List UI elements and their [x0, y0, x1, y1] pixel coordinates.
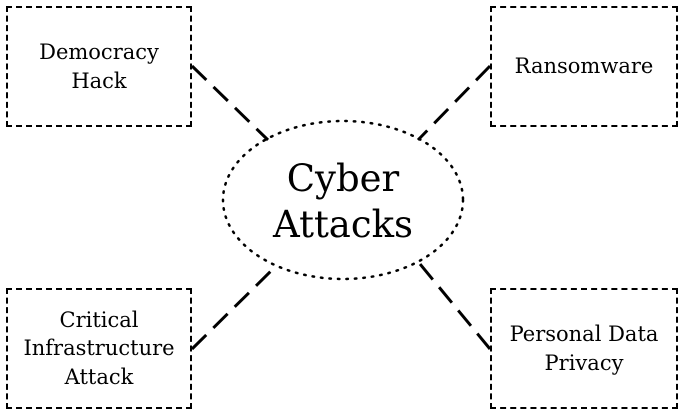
- node-critical-infrastructure-line1: Critical: [59, 307, 139, 332]
- node-personal-data-privacy-line1: Personal Data: [509, 322, 659, 347]
- center-label: Cyber Attacks: [222, 122, 464, 282]
- connector-critical-infrastructure: [190, 268, 274, 351]
- node-personal-data-privacy-line2: Privacy: [544, 350, 624, 375]
- node-critical-infrastructure: Critical Infrastructure Attack: [6, 288, 192, 409]
- node-democracy-hack-line1: Democracy: [39, 40, 159, 65]
- node-critical-infrastructure-line3: Attack: [64, 364, 134, 389]
- center-ellipse: [221, 119, 465, 281]
- node-ransomware-line1: Ransomware: [514, 54, 654, 79]
- center-label-line2: Attacks: [273, 203, 413, 246]
- node-democracy-hack-line2: Hack: [71, 68, 127, 93]
- connector-democracy-hack: [190, 64, 270, 142]
- node-personal-data-privacy: Personal Data Privacy: [490, 288, 678, 409]
- node-critical-infrastructure-line2: Infrastructure: [23, 336, 175, 361]
- connector-personal-data-privacy: [418, 263, 492, 350]
- node-democracy-hack: Democracy Hack: [6, 6, 192, 127]
- connector-ransomware: [416, 64, 492, 142]
- node-ransomware: Ransomware: [490, 6, 678, 127]
- center-label-line1: Cyber: [286, 156, 400, 200]
